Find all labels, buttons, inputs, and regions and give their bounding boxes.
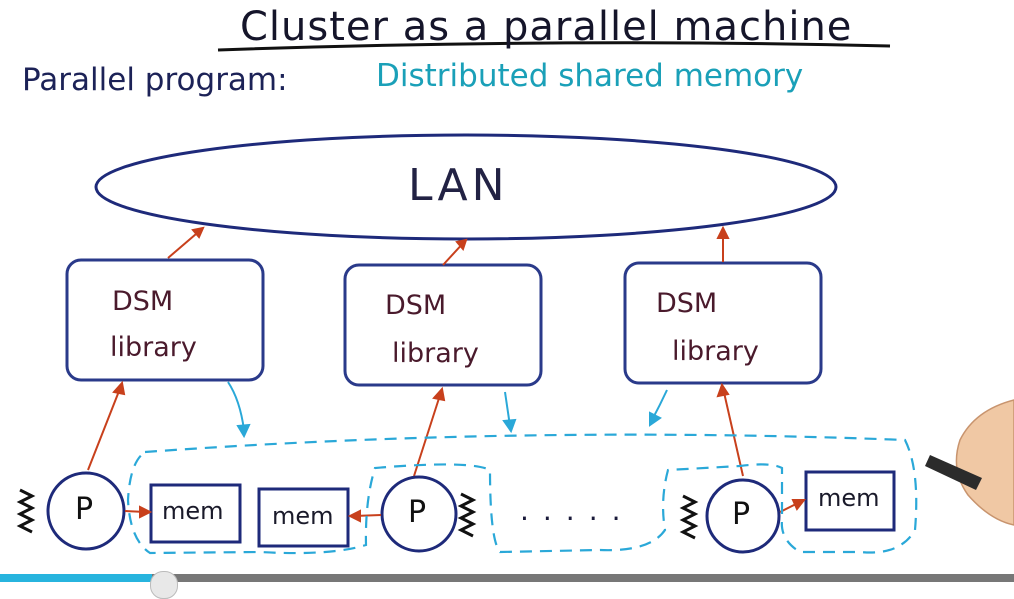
mem-label-1: mem (162, 497, 224, 525)
dsm-label-3: DSM (656, 288, 718, 319)
subtitle-value: Distributed shared memory (376, 58, 804, 94)
processor-label-1: P (75, 492, 94, 527)
dsm-box-1 (65, 258, 265, 382)
title-underline (217, 41, 891, 52)
whiteboard-canvas: Cluster as a parallel machine Parallel p… (0, 4, 1014, 599)
lan-label: LAN (408, 160, 509, 211)
thread-squiggle-1 (16, 488, 36, 534)
library-label-3: library (672, 336, 759, 367)
processor-label-2: P (408, 495, 427, 530)
page-title: Cluster as a parallel machine (240, 4, 853, 50)
dsm-label-1: DSM (112, 286, 174, 317)
video-progress-fill (0, 574, 152, 582)
diagram-svg (16, 41, 1014, 555)
subtitle-label: Parallel program: (22, 62, 288, 98)
dsm-box-3 (623, 261, 823, 385)
arrow-p1-dsm1 (87, 385, 122, 471)
shared-memory-region (126, 433, 918, 555)
thread-squiggle-3 (679, 494, 699, 540)
mem-label-3: mem (818, 484, 880, 512)
thread-squiggle-2 (457, 492, 477, 538)
mem-box-1 (149, 483, 242, 544)
dsm-label-2: DSM (385, 290, 447, 321)
arrow-p3-dsm3 (722, 387, 744, 477)
mem-label-2: mem (272, 502, 334, 530)
ellipsis-dots: ..... (520, 494, 635, 527)
processor-circle-2 (380, 475, 458, 553)
processor-circle-1 (46, 471, 126, 551)
processor-label-3: P (732, 497, 751, 532)
library-label-1: library (110, 332, 197, 363)
library-label-2: library (392, 338, 479, 369)
mem-box-3 (804, 470, 896, 532)
arrow-p2-dsm2 (413, 391, 442, 477)
video-progress-track[interactable] (152, 574, 1014, 582)
video-scrubber-handle[interactable] (150, 571, 178, 599)
blue-arrow-1 (227, 381, 245, 431)
processor-circle-3 (705, 478, 781, 554)
mem-box-2 (257, 487, 350, 548)
hand-with-marker (925, 399, 1014, 526)
